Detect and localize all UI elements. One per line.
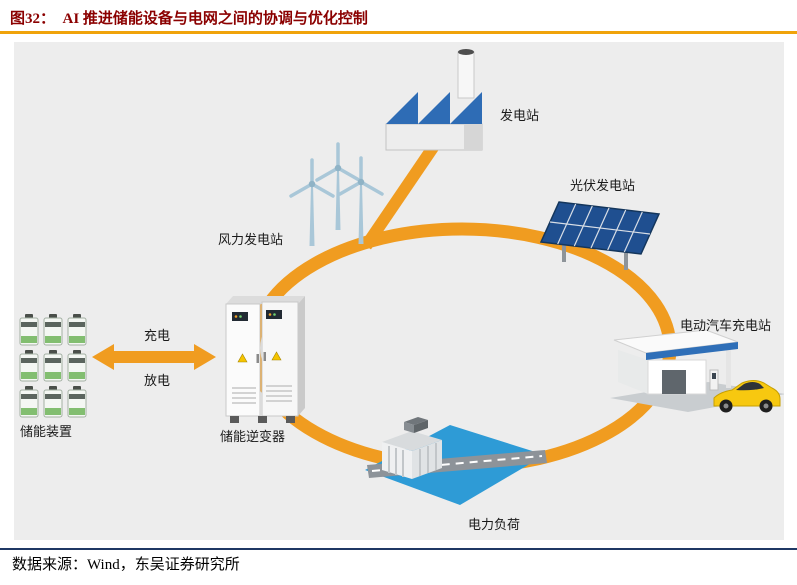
warning-triangle-icon: [271, 351, 282, 361]
load-building: [382, 417, 442, 479]
vent-lines: [232, 385, 292, 404]
solar-station-icon: [539, 201, 661, 270]
storage-inverter-label: 储能逆变器: [220, 429, 285, 444]
bottom-rule: [0, 548, 797, 550]
battery-cell: [19, 313, 39, 346]
storage-device-label: 储能装置: [20, 424, 72, 439]
diagram-panel: 发电站 光伏发电站 电动汽车充电站 电力负荷 风力发电站 储能逆变器 储能装置 …: [14, 42, 786, 540]
battery-cell: [67, 313, 87, 346]
power-load-icon: [365, 417, 547, 505]
battery-cell: [19, 349, 39, 382]
wind-station-icon: [289, 142, 384, 248]
power-load-label: 电力负荷: [468, 517, 520, 532]
power-plant-connector: [361, 142, 439, 250]
charge-label: 充电: [144, 328, 170, 343]
battery-cell: [19, 385, 39, 418]
warning-triangle-icon: [237, 353, 248, 363]
charging-pillar: [709, 369, 719, 391]
battery-cell: [43, 385, 63, 418]
figure-title: 图32： AI 推进储能设备与电网之间的协调与优化控制: [10, 11, 368, 27]
solar-grid-lines: [549, 203, 651, 253]
charge-discharge-arrow-icon: [92, 344, 216, 370]
chimney-top: [458, 49, 474, 55]
discharge-label: 放电: [144, 373, 170, 388]
battery-cell: [67, 385, 87, 418]
power-plant-icon: [385, 49, 483, 151]
battery-cell: [43, 313, 63, 346]
title-underline: [0, 31, 797, 34]
wind-station-label: 风力发电站: [218, 232, 283, 247]
ev-charging-station-icon: [610, 329, 786, 413]
storage-inverter-icon: [225, 296, 305, 423]
figure-source: 数据来源：Wind，东吴证券研究所: [12, 557, 240, 573]
station-door: [662, 370, 686, 394]
battery-cell: [43, 349, 63, 382]
battery-cell: [67, 349, 87, 382]
storage-device-icon: [19, 313, 87, 418]
ev-charging-station-label: 电动汽车充电站: [680, 318, 771, 333]
solar-station-label: 光伏发电站: [570, 178, 635, 193]
car-icon: [713, 380, 781, 413]
sawtooth-roof: [386, 92, 482, 124]
power-plant-label: 发电站: [500, 108, 539, 123]
grid-diagram: 发电站 光伏发电站 电动汽车充电站 电力负荷 风力发电站 储能逆变器 储能装置 …: [19, 49, 786, 532]
chimney: [457, 51, 475, 99]
canopy-fascia: [646, 342, 738, 360]
